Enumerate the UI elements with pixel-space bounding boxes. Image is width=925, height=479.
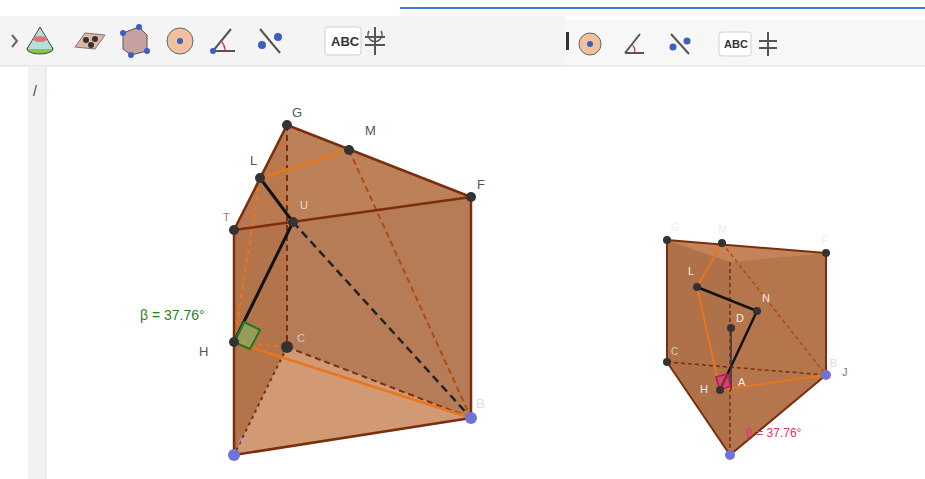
vertex-label: C: [671, 347, 678, 357]
vertex-label: T: [223, 212, 230, 223]
vertex-label: G: [292, 106, 302, 119]
vertex-label: U: [300, 200, 308, 211]
vertex-label: H: [199, 345, 208, 358]
vertex-label: F: [477, 178, 485, 191]
vertex-label: G: [671, 222, 680, 233]
vertex-label: L: [250, 154, 257, 167]
angle-label: β = 37.76°: [140, 308, 205, 322]
tool-label: ABC: [331, 35, 359, 48]
vertex-label: D: [736, 313, 744, 324]
vertex-label: F: [821, 235, 828, 246]
vertex-label: N: [762, 293, 770, 304]
vertex-label: B: [476, 397, 485, 410]
tool-label: ABC: [724, 39, 748, 50]
vertex-label: H: [700, 384, 708, 395]
tool-mark: /: [33, 84, 37, 98]
vertex-label: M: [365, 124, 376, 137]
vertex-label: B: [830, 358, 837, 369]
angle-label: β = 37.76°: [746, 427, 801, 439]
vertex-label: A: [238, 437, 244, 446]
vertex-label: M: [718, 224, 727, 235]
vertex-label: L: [688, 266, 694, 277]
vertex-label: C: [297, 333, 305, 344]
vertex-label: J: [842, 367, 848, 378]
vertex-label: A: [738, 377, 745, 388]
